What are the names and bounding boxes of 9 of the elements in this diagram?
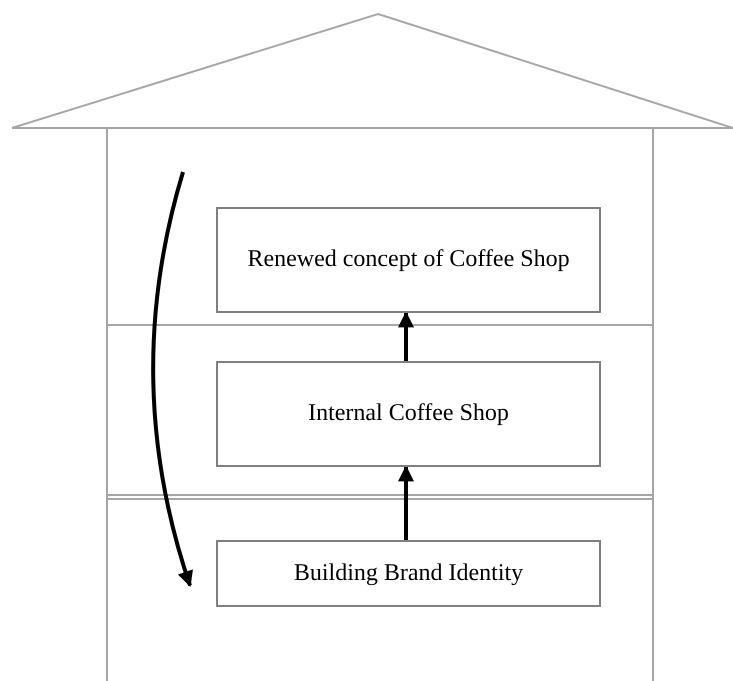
box-label: Building Brand Identity <box>294 558 524 588</box>
arrow <box>398 311 414 361</box>
process-box <box>216 540 601 607</box>
process-box <box>216 207 601 313</box>
arrow <box>398 465 414 540</box>
box-label: Internal Coffee Shop <box>308 399 509 428</box>
arrow <box>151 171 194 588</box>
process-box <box>216 361 601 467</box>
box-label: Renewed concept of Coffee Shop <box>247 245 570 274</box>
